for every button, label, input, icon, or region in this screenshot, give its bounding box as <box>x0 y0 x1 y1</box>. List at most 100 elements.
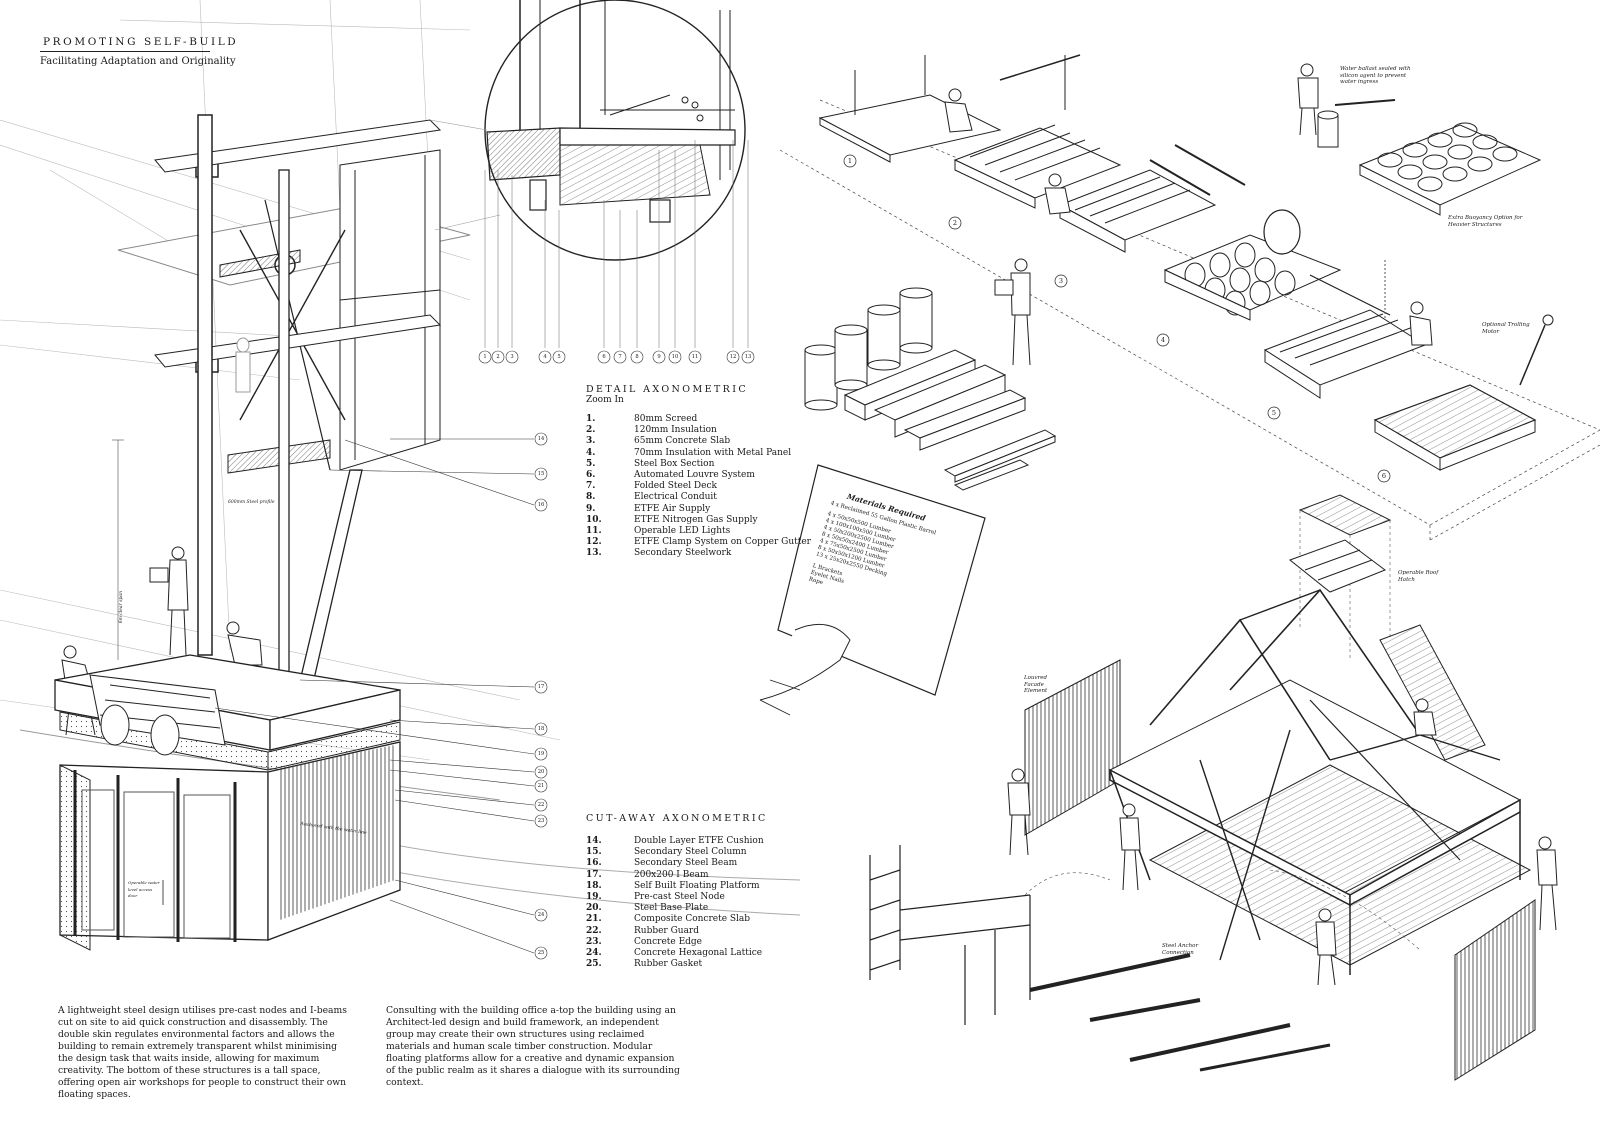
detail-legend: DETAIL AXONOMETRIC Zoom In 1.80mm Screed… <box>586 384 811 560</box>
legend-number: 8. <box>586 492 596 503</box>
legend-label: ETFE Nitrogen Gas Supply <box>634 514 758 525</box>
legend-label: Secondary Steelwork <box>634 548 732 559</box>
legend-label: Secondary Steel Column <box>634 847 747 858</box>
legend-number: 20. <box>586 903 602 914</box>
legend-label: ETFE Air Supply <box>634 503 711 514</box>
callout-label: 17 <box>537 684 545 690</box>
callout-label: 1 <box>483 354 487 360</box>
legend-number: 12. <box>586 537 602 548</box>
description-paragraph-left: A lightweight steel design utilises pre-… <box>58 1005 347 1100</box>
detail-callout-circles <box>478 350 755 364</box>
annotation-trolling-motor: Optional Trolling Motor <box>1482 322 1530 335</box>
legend-number: 15. <box>586 847 602 858</box>
callout-label: 7 <box>618 354 622 360</box>
callout-label: 13 <box>744 354 752 360</box>
annotation-clear-span: 6m clear span <box>118 591 124 624</box>
legend-label: 120mm Insulation <box>634 425 717 436</box>
legend-number: 19. <box>586 892 602 903</box>
cutaway-legend-row: 25.Rubber Gasket <box>586 959 768 970</box>
step-label: 4 <box>1160 336 1166 344</box>
detail-legend-row: 9. ETFE Air Supply <box>586 504 811 515</box>
annotation-water-ballast: Water ballast sealed with silicon agent … <box>1340 66 1411 85</box>
callout-label: 21 <box>537 783 545 789</box>
callout-label: 24 <box>537 912 545 918</box>
page-title: PROMOTING SELF-BUILD <box>43 36 239 48</box>
legend-label: Composite Concrete Slab <box>634 914 751 925</box>
cutaway-legend-row: 24. Concrete Hexagonal Lattice <box>586 948 768 959</box>
legend-number: 4. <box>586 447 596 458</box>
annotation-buoyancy-profile: 600mm Steel profile <box>228 500 275 505</box>
legend-label: 65mm Concrete Slab <box>634 436 731 447</box>
callout-label: 2 <box>496 354 500 360</box>
legend-label: Operable LED Lights <box>634 526 731 537</box>
legend-number: 24. <box>586 948 602 959</box>
legend-number: 10. <box>586 514 602 525</box>
cutaway-legend: CUT-AWAY AXONOMETRIC 14.Double Layer ETF… <box>586 813 768 970</box>
cutaway-legend-heading: CUT-AWAY AXONOMETRIC <box>586 813 768 824</box>
cutaway-callout-circles <box>534 432 548 960</box>
cutaway-legend-row: 20. Steel Base Plate <box>586 903 768 914</box>
legend-label: Self Built Floating Platform <box>634 880 760 891</box>
cutaway-legend-row: 19. Pre-cast Steel Node <box>586 892 768 903</box>
callout-label: 3 <box>510 354 514 360</box>
legend-number: 22. <box>586 925 602 936</box>
callout-label: 8 <box>635 354 639 360</box>
cutaway-legend-row: 17.200x200 I Beam <box>586 870 768 881</box>
callout-label: 14 <box>537 436 545 442</box>
legend-number: 16. <box>586 858 602 869</box>
callout-label: 25 <box>537 950 545 956</box>
legend-label: Concrete Hexagonal Lattice <box>634 948 763 959</box>
cutaway-legend-row: 23. Concrete Edge <box>586 937 768 948</box>
detail-legend-row: 2. 120mm Insulation <box>586 425 811 436</box>
detail-legend-row: 6. Automated Louvre System <box>586 470 811 481</box>
annotation-louvred-facade: Louvred Facade Element <box>1024 675 1048 694</box>
legend-label: 80mm Screed <box>634 414 698 424</box>
detail-legend-row: 12.ETFE Clamp System on Copper Gutter <box>586 537 811 548</box>
legend-number: 21. <box>586 914 602 925</box>
legend-label: Automated Louvre System <box>634 470 755 481</box>
legend-number: 1. <box>586 414 596 424</box>
legend-number: 6. <box>586 470 596 481</box>
legend-label: 200x200 I Beam <box>634 869 709 880</box>
step-label: 3 <box>1058 277 1064 285</box>
annotation-extra-buoyancy: Extra Buoyancy Option for Heavier Struct… <box>1448 215 1523 228</box>
page-subtitle: Facilitating Adaptation and Originality <box>40 56 236 67</box>
step-label: 6 <box>1381 472 1387 480</box>
cutaway-leader-lines <box>214 438 535 954</box>
legend-number: 25. <box>586 959 602 970</box>
legend-number: 7. <box>586 481 596 492</box>
materials-illustration <box>759 287 1057 716</box>
detail-legend-row: 10. ETFE Nitrogen Gas Supply <box>586 515 811 526</box>
legend-label: Steel Box Section <box>634 458 715 469</box>
cutaway-axonometric-drawing <box>0 0 801 951</box>
legend-number: 23. <box>586 936 602 947</box>
detail-legend-row: 1. 80mm Screed <box>586 414 811 425</box>
step-label: 2 <box>952 219 958 227</box>
callout-label: 18 <box>537 726 545 732</box>
legend-label: Pre-cast Steel Node <box>634 892 725 903</box>
callout-label: 5 <box>557 354 561 360</box>
callout-label: 23 <box>537 818 545 824</box>
legend-label: Concrete Edge <box>634 936 702 947</box>
detail-legend-row: 5. Steel Box Section <box>586 459 811 470</box>
detail-legend-heading: DETAIL AXONOMETRIC <box>586 384 749 395</box>
title-underline <box>40 51 210 52</box>
legend-label: 70mm Insulation with Metal Panel <box>634 447 792 458</box>
callout-label: 16 <box>537 502 545 508</box>
legend-number: 5. <box>586 458 596 469</box>
step-label: 1 <box>847 157 853 165</box>
detail-legend-row: 4. 70mm Insulation with Metal Panel <box>586 448 811 459</box>
cutaway-legend-row: 22.Rubber Guard <box>586 926 768 937</box>
callout-label: 22 <box>537 802 545 808</box>
cutaway-legend-row: 21. Composite Concrete Slab <box>586 914 768 925</box>
step-label: 5 <box>1271 409 1277 417</box>
legend-number: 2. <box>586 425 596 436</box>
legend-label: Steel Base Plate <box>634 903 709 914</box>
cutaway-legend-row: 18.Self Built Floating Platform <box>586 881 768 892</box>
callout-label: 20 <box>537 769 545 775</box>
legend-number: 9. <box>586 503 596 514</box>
legend-label: Double Layer ETFE Cushion <box>634 836 764 846</box>
